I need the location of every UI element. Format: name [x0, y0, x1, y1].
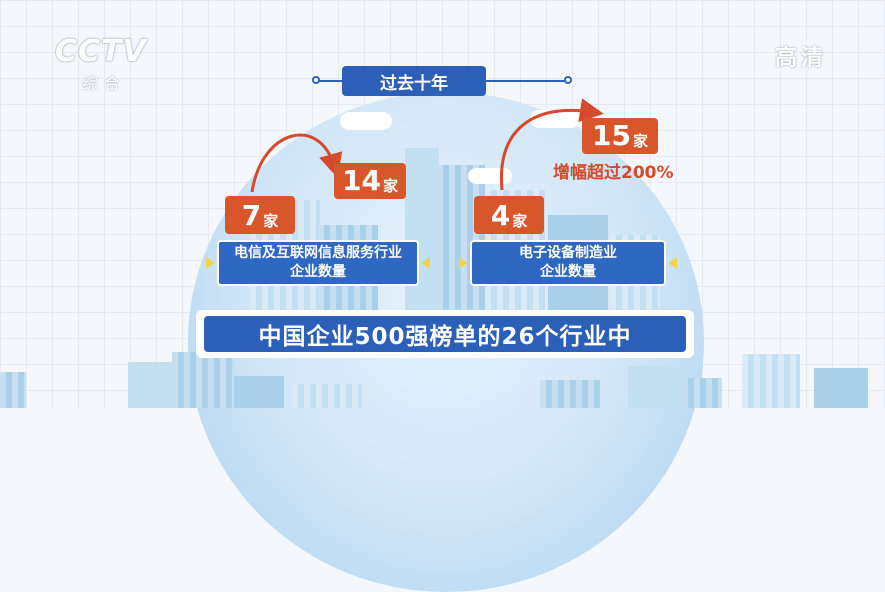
- cloud: [340, 112, 392, 130]
- industry-banner: 中国企业500强榜单的26个行业中: [204, 316, 686, 352]
- right-after-value: 15: [592, 119, 631, 152]
- channel-sub-label: 综合: [82, 74, 127, 93]
- left-growth-arrow: [250, 133, 343, 193]
- growth-note: 增幅超过200%: [553, 163, 674, 183]
- right-before-value: 4: [490, 199, 511, 232]
- left-after-count: 14 家: [334, 163, 406, 199]
- left-before-count: 7 家: [225, 196, 295, 234]
- left-category-line1: 电信及互联网信息服务行业: [234, 245, 402, 261]
- title-rule-left: [318, 80, 344, 82]
- channel-logo: CCTV: [55, 34, 147, 69]
- left-after-value: 14: [342, 164, 381, 197]
- hd-badge: 高清: [775, 46, 828, 71]
- left-category-line2: 企业数量: [290, 264, 346, 280]
- right-growth-arrow: [499, 98, 604, 191]
- left-after-unit: 家: [382, 177, 398, 195]
- title-rule-right: [486, 80, 566, 82]
- right-before-unit: 家: [512, 212, 528, 230]
- right-pointer-triangle: [459, 257, 468, 269]
- right-after-count: 15 家: [582, 118, 658, 154]
- left-before-value: 7: [241, 199, 262, 232]
- title-dot-left: [312, 76, 320, 84]
- right-category-panel: 电子设备制造业 企业数量: [470, 240, 666, 286]
- right-pointer-triangle-right: [668, 257, 677, 269]
- right-after-unit: 家: [632, 132, 648, 150]
- right-category-line1: 电子设备制造业: [519, 245, 617, 261]
- left-category-panel: 电信及互联网信息服务行业 企业数量: [217, 240, 419, 286]
- left-before-unit: 家: [263, 212, 279, 230]
- growth-arrows: [250, 98, 604, 193]
- period-title: 过去十年: [342, 66, 486, 96]
- left-pointer-triangle-right: [421, 257, 430, 269]
- title-dot-right: [564, 76, 572, 84]
- right-category-line2: 企业数量: [540, 264, 596, 280]
- right-before-count: 4 家: [474, 196, 544, 234]
- left-pointer-triangle: [206, 257, 215, 269]
